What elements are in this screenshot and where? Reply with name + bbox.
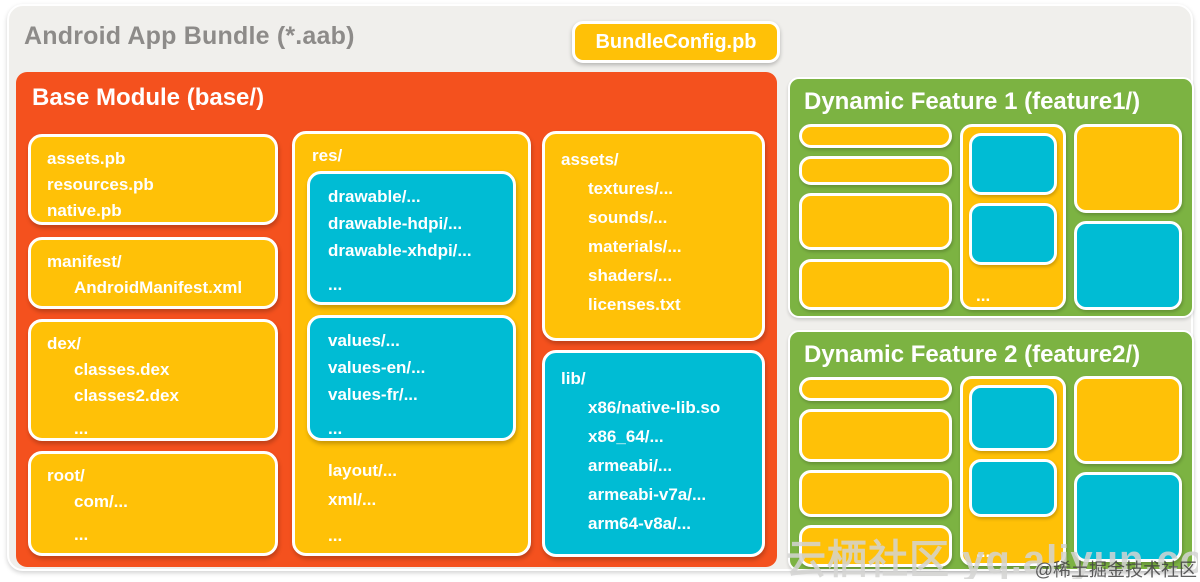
assets-box: assets/ textures/... sounds/... material… — [542, 131, 765, 341]
bundle-config-label: BundleConfig.pb — [595, 30, 757, 53]
feature2-bar — [799, 409, 952, 462]
res-box: res/ drawable/... drawable-hdpi/... draw… — [292, 131, 531, 556]
file-entry: native.pb — [47, 201, 122, 220]
file-entry: drawable/... — [328, 187, 421, 206]
file-entry: values-fr/... — [328, 385, 418, 404]
feature2-teal-block — [969, 385, 1057, 451]
feature2-mid-group: ... — [960, 376, 1066, 566]
dex-box: dex/ classes.dex classes2.dex ... — [28, 319, 278, 441]
folder-entry: res/ — [312, 146, 343, 165]
watermark-juejin: @稀土掘金技术社区 — [1034, 560, 1197, 580]
ellipsis-entry: ... — [74, 525, 89, 544]
file-entry: classes.dex — [74, 360, 170, 379]
feature1-teal-block — [1074, 221, 1182, 310]
file-entry: classes2.dex — [74, 386, 179, 405]
file-entry: x86/native-lib.so — [588, 398, 721, 417]
feature1-bar — [799, 156, 952, 185]
file-entry: values-en/... — [328, 358, 426, 377]
file-entry: materials/... — [588, 237, 682, 256]
bundle-container: Android App Bundle (*.aab) BundleConfig.… — [7, 4, 1194, 571]
ellipsis-entry: ... — [328, 419, 343, 438]
drawable-group-box: drawable/... drawable-hdpi/... drawable-… — [307, 171, 516, 305]
metadata-box: assets.pb resources.pb native.pb — [28, 134, 278, 225]
feature1-teal-block — [969, 203, 1057, 265]
res-loose-entries: layout/... xml/... ... — [328, 456, 397, 550]
folder-entry: assets/ — [561, 150, 619, 169]
file-entry: com/... — [74, 492, 128, 511]
feature2-teal-block — [969, 459, 1057, 517]
values-group-box: values/... values-en/... values-fr/... .… — [307, 315, 516, 441]
feature1-mid-group: ... — [960, 124, 1066, 310]
file-entry: resources.pb — [47, 175, 154, 194]
file-entry: layout/... — [328, 461, 397, 480]
ellipsis-entry: ... — [976, 542, 991, 561]
watermark-aliyun: 云栖社区 yq.aliyun.com — [786, 538, 1198, 579]
feature2-yellow-block — [1074, 376, 1182, 464]
file-entry: AndroidManifest.xml — [74, 278, 243, 297]
root-box: root/ com/... ... — [28, 451, 278, 556]
page-title: Android App Bundle (*.aab) — [24, 22, 355, 50]
lib-box: lib/ x86/native-lib.so x86_64/... armeab… — [542, 350, 765, 557]
ellipsis-entry: ... — [976, 286, 991, 305]
feature1-teal-block — [969, 133, 1057, 195]
file-entry: arm64-v8a/... — [588, 514, 692, 533]
file-entry: values/... — [328, 331, 400, 350]
bundle-config-chip: BundleConfig.pb — [572, 21, 780, 63]
manifest-box: manifest/ AndroidManifest.xml — [28, 237, 278, 309]
ellipsis-entry: ... — [328, 526, 343, 545]
feature1-bar — [799, 193, 952, 250]
feature2-bar — [799, 525, 952, 567]
file-entry: sounds/... — [588, 208, 668, 227]
file-entry: textures/... — [588, 179, 674, 198]
feature1-bar — [799, 259, 952, 310]
ellipsis-entry: ... — [74, 419, 89, 438]
file-entry: drawable-xhdpi/... — [328, 241, 472, 260]
feature2-bar — [799, 377, 952, 401]
ellipsis-entry: ... — [328, 275, 343, 294]
file-entry: assets.pb — [47, 149, 126, 168]
dynamic-feature-1: Dynamic Feature 1 (feature1/) ... — [788, 77, 1194, 318]
folder-entry: root/ — [47, 466, 85, 485]
feature2-bar — [799, 470, 952, 517]
file-entry: drawable-hdpi/... — [328, 214, 463, 233]
feature1-bar — [799, 124, 952, 148]
base-module-title: Base Module (base/) — [32, 84, 265, 111]
folder-entry: dex/ — [47, 334, 82, 353]
file-entry: shaders/... — [588, 266, 673, 285]
folder-entry: manifest/ — [47, 252, 122, 271]
file-entry: armeabi-v7a/... — [588, 485, 707, 504]
feature1-title: Dynamic Feature 1 (feature1/) — [804, 88, 1141, 115]
folder-entry: lib/ — [561, 369, 586, 388]
dynamic-feature-2: Dynamic Feature 2 (feature2/) ... — [788, 330, 1194, 571]
base-module: Base Module (base/) assets.pb resources.… — [16, 72, 777, 567]
file-entry: x86_64/... — [588, 427, 664, 446]
file-entry: licenses.txt — [588, 295, 681, 314]
feature2-title: Dynamic Feature 2 (feature2/) — [804, 341, 1141, 368]
file-entry: xml/... — [328, 490, 377, 509]
feature2-teal-block — [1074, 472, 1182, 562]
file-entry: armeabi/... — [588, 456, 673, 475]
feature1-yellow-block — [1074, 124, 1182, 213]
